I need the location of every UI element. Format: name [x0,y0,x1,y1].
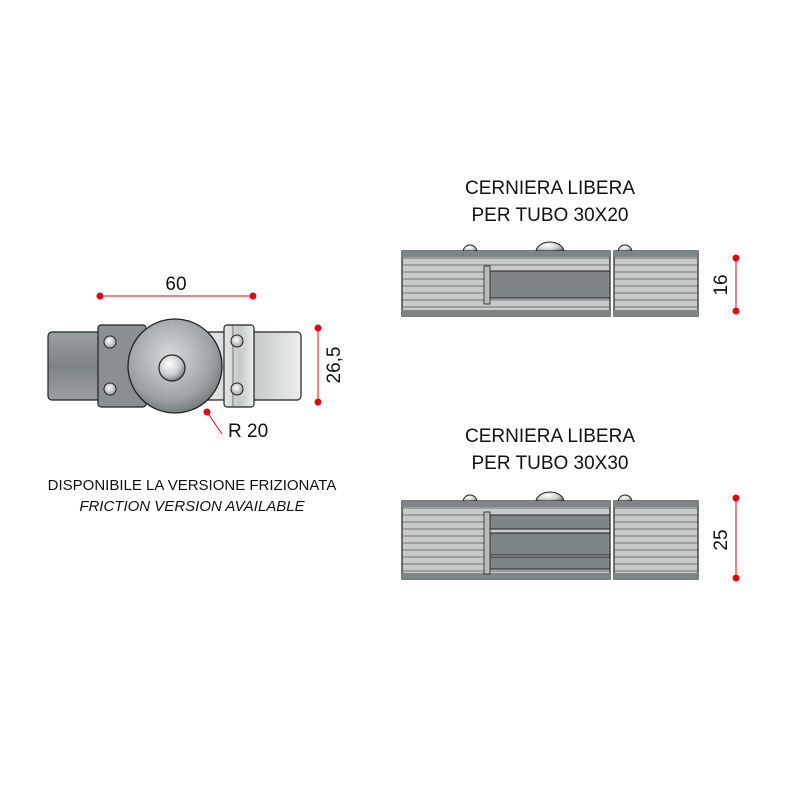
dimension-60: 60 [96,274,257,300]
radius-callout: R 20 [203,408,268,442]
hinge-30x30-title-line1: CERNIERA LIBERA [465,426,635,447]
screw-hole [103,335,117,349]
dimension-16: 16 [711,254,740,315]
dimension-25: 25 [711,494,740,582]
screw-hole [230,382,244,396]
hinge-30x20: CERNIERA LIBERA PER TUBO 30X20 [401,178,699,317]
radius-dimension-label: R 20 [228,421,268,442]
hinge-30x20-dimension-label: 16 [711,274,732,295]
screw-hole [230,334,244,348]
knob [535,491,565,503]
hinge-30x20-title-line2: PER TUBO 30X20 [471,205,628,226]
note-italian: DISPONIBILE LA VERSIONE FRIZIONATA [48,477,337,494]
dimension-26-5: 26,5 [314,324,345,406]
hinge-30x20-title-line1: CERNIERA LIBERA [465,178,635,199]
hinge-right-leaf [613,500,699,580]
note-english: FRICTION VERSION AVAILABLE [79,498,305,515]
top-view-hinge [47,318,302,414]
width-dimension-label: 60 [165,274,186,295]
hinge-30x30-dimension-label: 25 [711,529,732,550]
knob [535,241,565,253]
screw-hole [103,382,117,396]
pivot-pin [158,354,186,382]
hinge-30x30: CERNIERA LIBERA PER TUBO 30X30 [401,426,699,580]
hinge-30x30-title-line2: PER TUBO 30X30 [471,453,628,474]
hinge-tongue [489,270,611,299]
hinge-band [489,556,611,570]
height-dimension-label: 26,5 [324,347,345,384]
hinge-band [489,514,611,530]
hinge-right-leaf [613,250,699,317]
hinge-tongue [489,532,611,556]
